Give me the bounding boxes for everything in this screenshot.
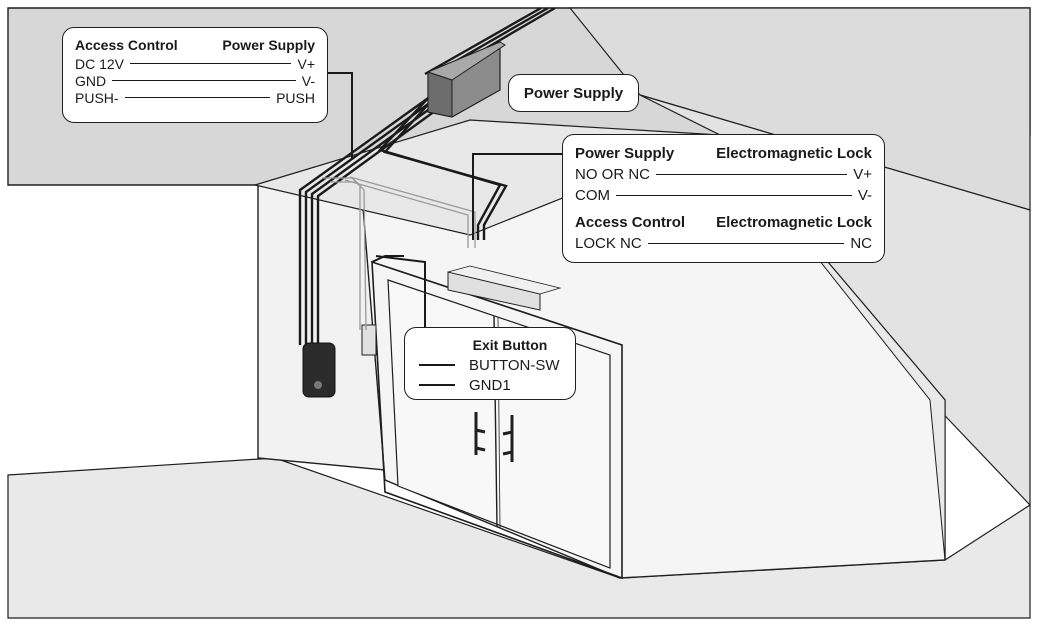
terminal-vplus: V+ — [853, 166, 872, 183]
terminal-gnd: GND — [75, 72, 107, 89]
terminal-nc: NC — [850, 235, 872, 252]
terminal-vminus: V- — [857, 187, 872, 204]
callout-header: Access Control Power Supply — [75, 36, 315, 53]
terminal-button-sw: BUTTON-SW — [469, 356, 560, 374]
exit-button-callout: Exit Button BUTTON-SW GND1 — [404, 327, 576, 400]
exit-button-device — [361, 324, 377, 356]
access-control-callout: Access Control Power Supply DC 12V V+ GN… — [62, 27, 328, 123]
header-electromagnetic-lock: Electromagnetic Lock — [716, 214, 872, 231]
header-electromagnetic-lock: Electromagnetic Lock — [716, 145, 872, 162]
wire-row: LOCK NC NC — [575, 233, 872, 254]
power-supply-label: Power Supply — [523, 84, 624, 102]
wire-row: GND V- — [75, 72, 315, 89]
terminal-push: PUSH — [276, 89, 315, 106]
door-frame — [371, 260, 623, 580]
callout-header: Exit Button — [419, 335, 561, 355]
terminal-lock-nc: LOCK NC — [575, 235, 642, 252]
wire-row: COM V- — [575, 185, 872, 206]
terminal-no-or-nc: NO OR NC — [575, 166, 650, 183]
terminal-vplus: V+ — [297, 55, 315, 72]
door-handle-left-icon — [474, 412, 486, 455]
header-access-control: Access Control — [575, 214, 686, 231]
power-supply-callout: Power Supply — [508, 74, 639, 112]
terminal-vminus: V- — [301, 72, 315, 89]
wire-row: BUTTON-SW — [419, 355, 561, 375]
leader-lock — [472, 153, 562, 240]
floor — [7, 457, 1031, 619]
header-access-control: Access Control — [75, 36, 178, 53]
terminal-com: COM — [575, 187, 610, 204]
callout-header: Access Control Electromagnetic Lock — [575, 212, 872, 233]
terminal-push-minus: PUSH- — [75, 89, 119, 106]
wire-row: PUSH- PUSH — [75, 89, 315, 106]
header-power-supply: Power Supply — [575, 145, 675, 162]
wire-row: DC 12V V+ — [75, 55, 315, 72]
terminal-dc12v: DC 12V — [75, 55, 125, 72]
door-handle-right-icon — [502, 415, 514, 462]
terminal-gnd1: GND1 — [469, 376, 511, 394]
callout-header: Power Supply Electromagnetic Lock — [575, 143, 872, 164]
leader-access-control — [328, 72, 353, 160]
card-reader-icon — [302, 342, 336, 398]
header-exit-button: Exit Button — [472, 337, 548, 353]
wire-row: NO OR NC V+ — [575, 164, 872, 185]
header-power-supply: Power Supply — [222, 36, 315, 53]
callout-leaders — [328, 72, 562, 330]
electromagnetic-lock-callout: Power Supply Electromagnetic Lock NO OR … — [562, 134, 885, 263]
light-cables — [322, 176, 476, 331]
leader-exit — [371, 255, 426, 330]
wall-end — [719, 134, 946, 561]
wire-row: GND1 — [419, 375, 561, 395]
